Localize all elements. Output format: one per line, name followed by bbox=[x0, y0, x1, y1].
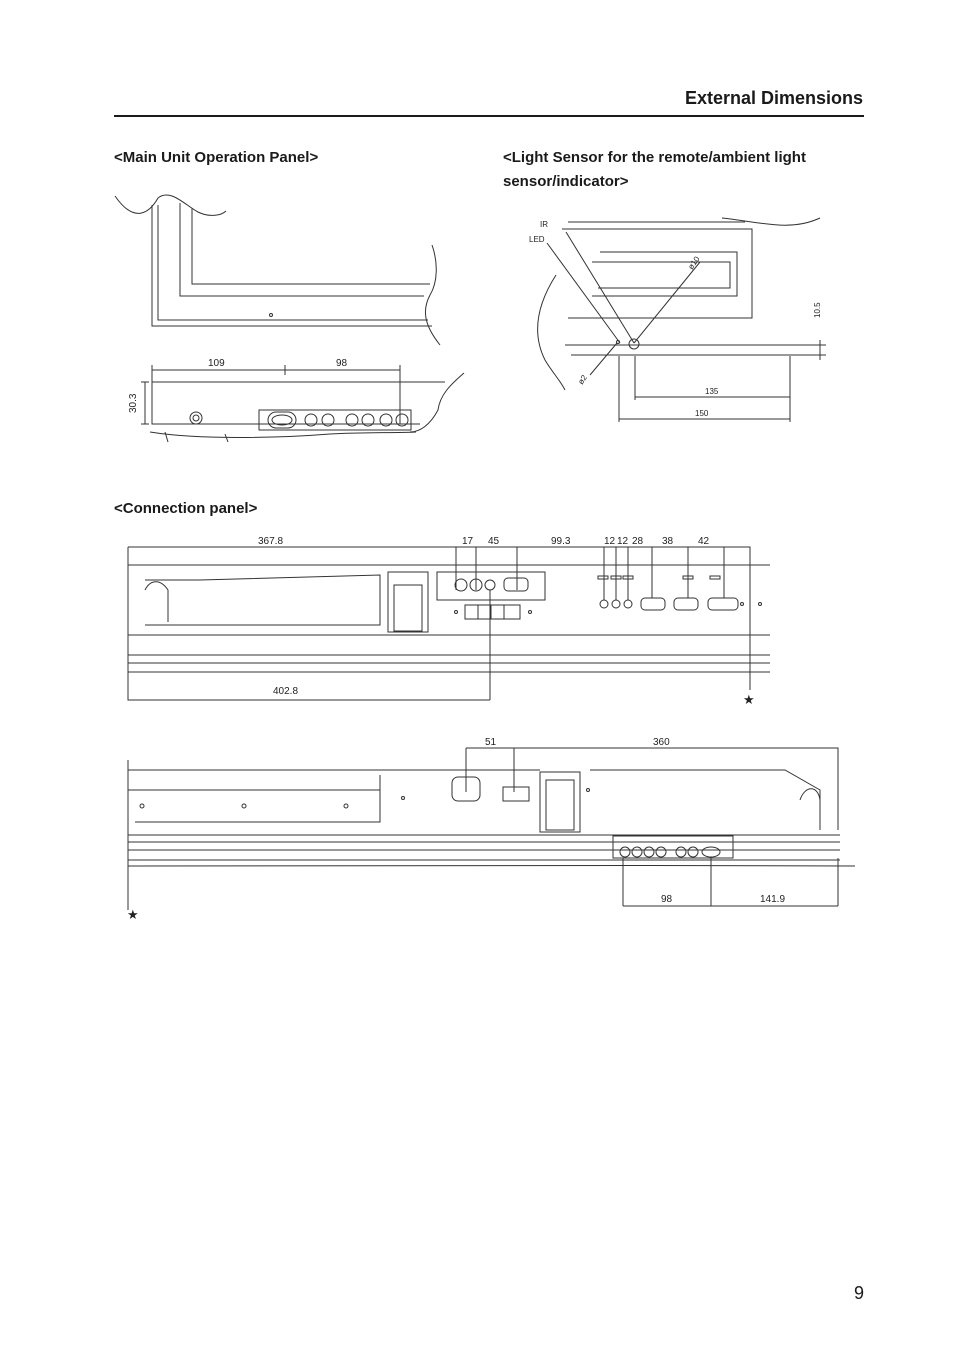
dim-12b: 12 bbox=[617, 536, 629, 547]
star-marker-bottom: ★ bbox=[127, 907, 139, 922]
label-ir: IR bbox=[540, 220, 548, 229]
dim-98-bottom: 98 bbox=[661, 894, 673, 905]
dim-141-9: 141.9 bbox=[760, 894, 785, 905]
dim-135: 135 bbox=[705, 387, 719, 396]
dim-42: 42 bbox=[698, 536, 710, 547]
dim-99-3: 99.3 bbox=[551, 536, 571, 547]
operation-panel-bottom-view bbox=[141, 365, 465, 443]
page-number: 9 bbox=[853, 1283, 864, 1303]
dim-402-8: 402.8 bbox=[273, 686, 298, 697]
dim-28: 28 bbox=[632, 536, 644, 547]
section-title-connection-panel: <Connection panel> bbox=[114, 500, 258, 517]
dim-12a: 12 bbox=[604, 536, 616, 547]
dim-360: 360 bbox=[653, 737, 670, 748]
connection-panel-bottom-view bbox=[127, 747, 856, 910]
dim-phi10: ø10 bbox=[686, 254, 702, 271]
connection-panel-top-view bbox=[127, 546, 771, 701]
dim-30-3: 30.3 bbox=[128, 393, 139, 413]
dim-10-5: 10.5 bbox=[813, 302, 822, 318]
header-rule bbox=[114, 115, 864, 117]
dim-109: 109 bbox=[208, 358, 225, 369]
star-marker-top: ★ bbox=[743, 692, 755, 707]
dim-17: 17 bbox=[462, 536, 474, 547]
dim-150: 150 bbox=[695, 409, 709, 418]
dim-38: 38 bbox=[662, 536, 674, 547]
dim-phi2: ø2 bbox=[576, 373, 589, 386]
operation-panel-front-view bbox=[114, 194, 441, 346]
dim-367-8: 367.8 bbox=[258, 536, 283, 547]
dim-45: 45 bbox=[488, 536, 500, 547]
label-led: LED bbox=[529, 235, 545, 244]
section-title-light-sensor: <Light Sensor for the remote/ambient lig… bbox=[503, 149, 806, 190]
dim-51: 51 bbox=[485, 737, 497, 748]
section-title-operation-panel: <Main Unit Operation Panel> bbox=[114, 149, 319, 166]
light-sensor-view bbox=[537, 217, 826, 422]
page-title: External Dimensions bbox=[684, 88, 863, 108]
dim-98-top: 98 bbox=[336, 358, 348, 369]
